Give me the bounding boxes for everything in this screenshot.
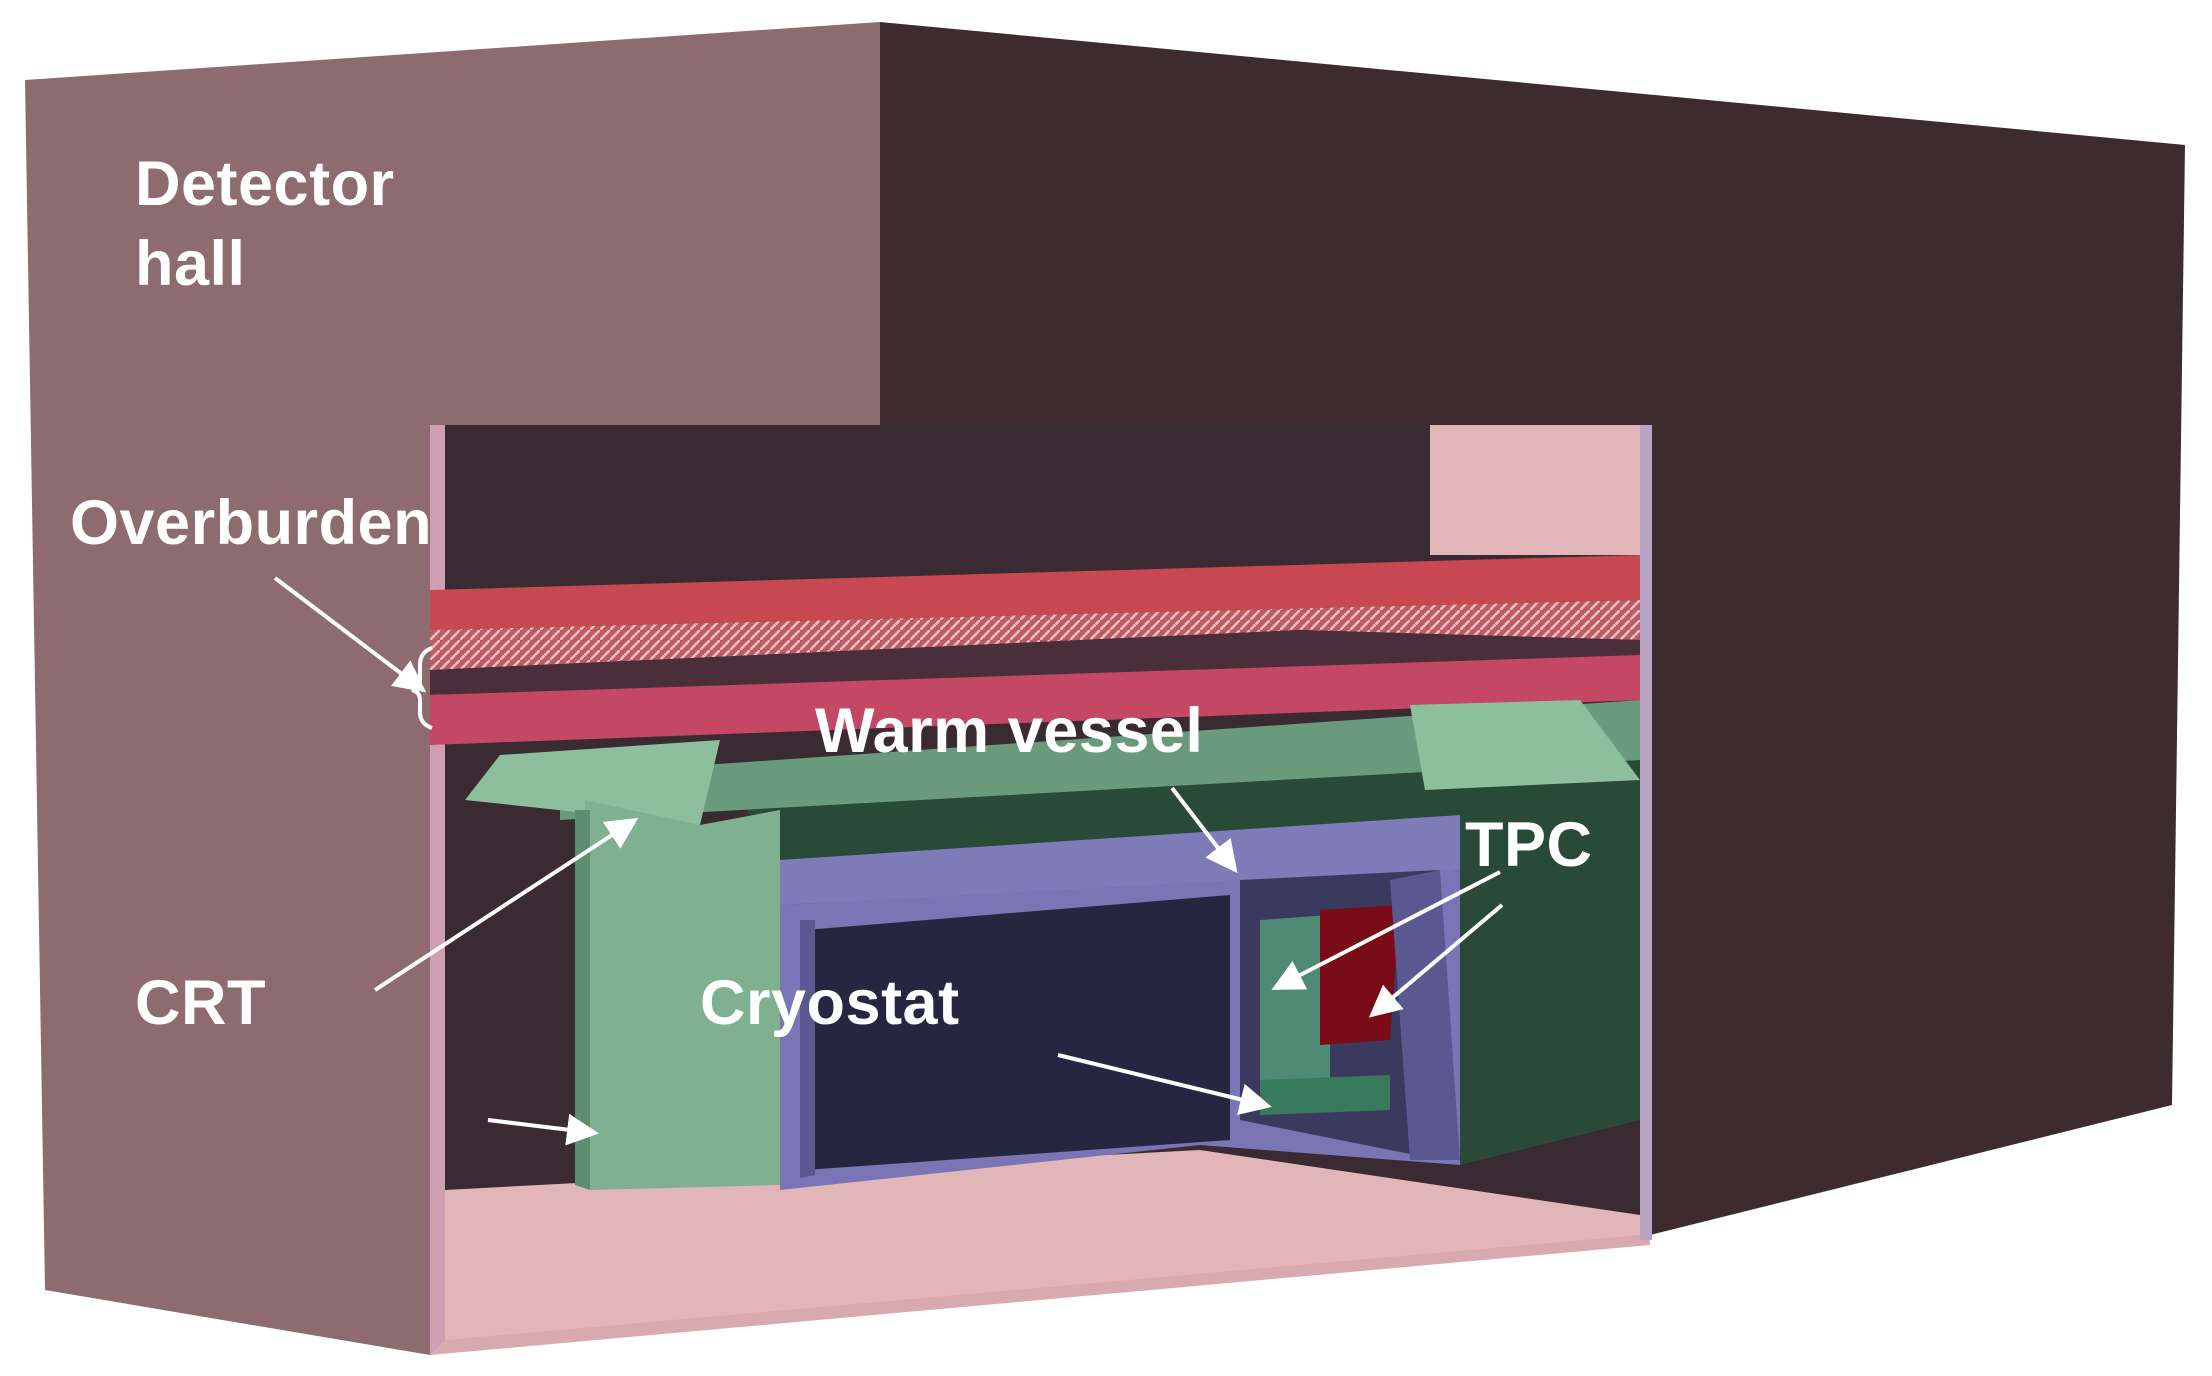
crt-top-right <box>1410 700 1640 790</box>
crt-left-block <box>585 800 780 1190</box>
overburden-bottom-slab <box>430 655 1640 745</box>
overburden-hatch-layer <box>430 600 1640 670</box>
tpc-lower-panel <box>1260 1075 1390 1115</box>
cryostat-top <box>780 815 1460 905</box>
warm-vessel-label: Warm vessel <box>815 696 1204 766</box>
detector-hall-label-line1: Detector <box>135 149 395 219</box>
crt-label: CRT <box>135 968 266 1038</box>
tpc-red-block <box>1320 905 1400 1045</box>
tpc-arrow-2 <box>1368 903 1504 1018</box>
crt-left-side <box>575 810 590 1190</box>
cryostat-label: Cryostat <box>700 968 960 1038</box>
hall-left-wall <box>25 22 880 1355</box>
crt-top-arrow <box>373 817 639 992</box>
warm-vessel-arrow <box>1170 786 1238 874</box>
overburden-top-slab <box>430 555 1640 630</box>
detector-hall-label-line2: hall <box>135 229 246 299</box>
warm-vessel-top <box>560 700 1640 820</box>
pit-right-edge <box>1640 425 1652 1240</box>
tpc-green-panel <box>1260 915 1330 1090</box>
hall-back-wall <box>880 22 2185 1235</box>
crt-top-left <box>465 740 720 825</box>
pit-right-window <box>1430 425 1640 555</box>
crt-bottom-arrow <box>487 1113 599 1146</box>
cryostat-inner <box>805 895 1230 1170</box>
overburden-brace <box>411 646 433 730</box>
tpc-arrow-1 <box>1271 870 1501 990</box>
pit-floor <box>445 1150 1640 1340</box>
pit-left-face <box>430 425 445 1355</box>
cryostat-arrow <box>1057 1053 1272 1115</box>
annotation-arrows <box>273 576 1504 1146</box>
cryostat-inner-edge <box>800 920 815 1178</box>
overburden-label: Overburden <box>70 488 433 558</box>
tpc-right-frame <box>1390 870 1460 1160</box>
overburden-arrow <box>273 576 427 693</box>
tpc-label: TPC <box>1465 810 1593 880</box>
overburden-dark-band <box>430 630 1640 695</box>
